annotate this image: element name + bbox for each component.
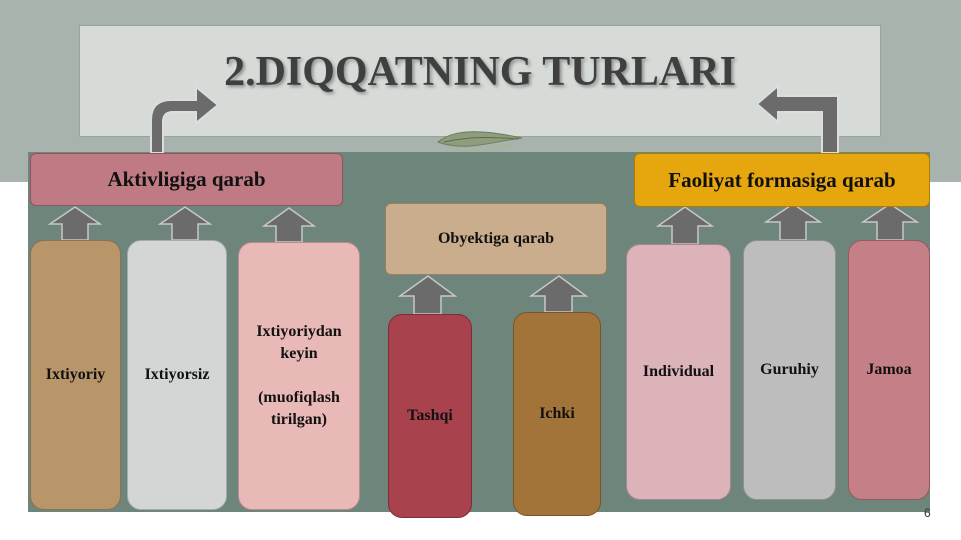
card-individual: Individual xyxy=(626,244,731,500)
up-arrow xyxy=(157,206,213,241)
up-arrow xyxy=(397,275,458,315)
card-post-voluntary: Ixtiyoriydan keyin (muofiqlash tirilgan) xyxy=(238,242,360,510)
page-number: 6 xyxy=(924,506,931,520)
up-arrow xyxy=(261,207,317,243)
up-arrow xyxy=(528,275,589,313)
up-arrow xyxy=(47,206,103,241)
header-activity: Aktivligiga qarab xyxy=(30,153,343,206)
header-activity-form: Faoliyat formasiga qarab xyxy=(634,153,930,207)
card-external: Tashqi xyxy=(388,314,472,518)
up-arrow xyxy=(860,203,920,241)
up-arrow xyxy=(655,206,715,245)
card-collective: Jamoa xyxy=(848,240,930,500)
curved-arrow-left xyxy=(150,84,220,154)
bent-arrow-right xyxy=(755,83,839,154)
slide-title: 2.DIQQATNING TURLARI xyxy=(224,49,736,95)
card-involuntary: Ixtiyorsiz xyxy=(127,240,227,510)
title-box: 2.DIQQATNING TURLARI xyxy=(79,25,881,137)
card-group: Guruhiy xyxy=(743,240,836,500)
leaf-ornament-icon xyxy=(437,131,523,152)
card-voluntary: Ixtiyoriy xyxy=(30,240,121,510)
up-arrow xyxy=(763,203,823,241)
card-internal: Ichki xyxy=(513,312,601,516)
header-object: Obyektiga qarab xyxy=(385,203,607,275)
